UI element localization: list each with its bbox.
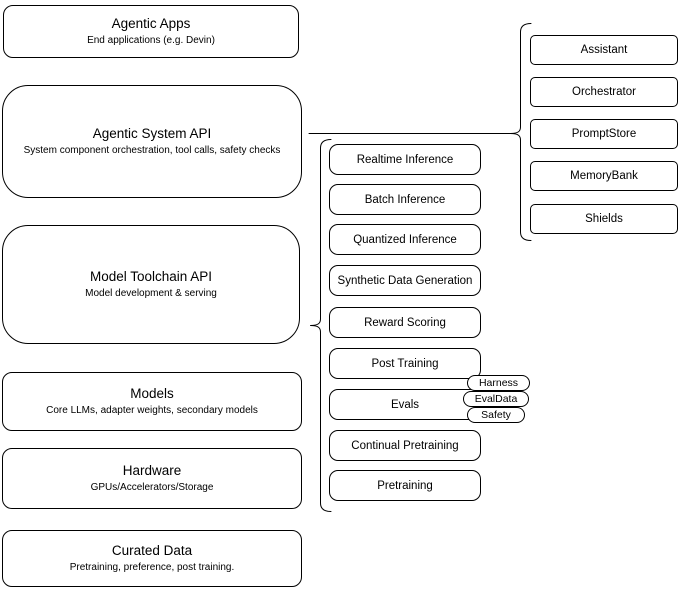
node-shields: Shields <box>530 204 678 234</box>
node-hardware-subtitle: GPUs/Accelerators/Storage <box>90 482 214 493</box>
node-curated-data: Curated Data Pretraining, preference, po… <box>2 530 302 587</box>
node-hardware-title: Hardware <box>122 463 182 478</box>
node-model-toolchain-api-title: Model Toolchain API <box>89 269 213 284</box>
node-pretraining: Pretraining <box>329 470 481 501</box>
node-memorybank: MemoryBank <box>530 161 678 191</box>
node-synthetic-data-generation: Synthetic Data Generation <box>329 265 481 296</box>
node-curated-data-title: Curated Data <box>111 543 193 558</box>
node-models-subtitle: Core LLMs, adapter weights, secondary mo… <box>46 405 258 416</box>
node-model-toolchain-api-subtitle: Model development & serving <box>85 288 217 299</box>
brace-agentic-components <box>510 23 532 241</box>
badge-evaldata: EvalData <box>463 391 529 407</box>
node-agentic-system-api: Agentic System API System component orch… <box>2 85 302 198</box>
node-reward-scoring: Reward Scoring <box>329 307 481 338</box>
node-evals: Evals <box>329 389 481 420</box>
node-model-toolchain-api: Model Toolchain API Model development & … <box>2 225 300 344</box>
node-models: Models Core LLMs, adapter weights, secon… <box>2 372 302 431</box>
node-orchestrator: Orchestrator <box>530 77 678 107</box>
node-promptstore: PromptStore <box>530 119 678 149</box>
node-assistant: Assistant <box>530 35 678 65</box>
node-agentic-system-api-subtitle: System component orchestration, tool cal… <box>23 145 281 156</box>
node-batch-inference: Batch Inference <box>329 184 481 215</box>
node-agentic-apps-subtitle: End applications (e.g. Devin) <box>87 35 215 46</box>
node-post-training: Post Training <box>329 348 481 379</box>
brace-toolchain-services <box>310 139 332 512</box>
node-agentic-apps-title: Agentic Apps <box>111 16 191 31</box>
badge-safety: Safety <box>467 407 525 423</box>
node-realtime-inference: Realtime Inference <box>329 144 481 175</box>
node-curated-data-subtitle: Pretraining, preference, post training. <box>69 562 235 573</box>
badge-harness: Harness <box>467 375 530 391</box>
node-hardware: Hardware GPUs/Accelerators/Storage <box>2 448 302 509</box>
node-models-title: Models <box>130 386 174 401</box>
node-continual-pretraining: Continual Pretraining <box>329 430 481 461</box>
node-quantized-inference: Quantized Inference <box>329 224 481 255</box>
node-agentic-apps: Agentic Apps End applications (e.g. Devi… <box>3 5 299 58</box>
node-agentic-system-api-title: Agentic System API <box>92 126 212 141</box>
